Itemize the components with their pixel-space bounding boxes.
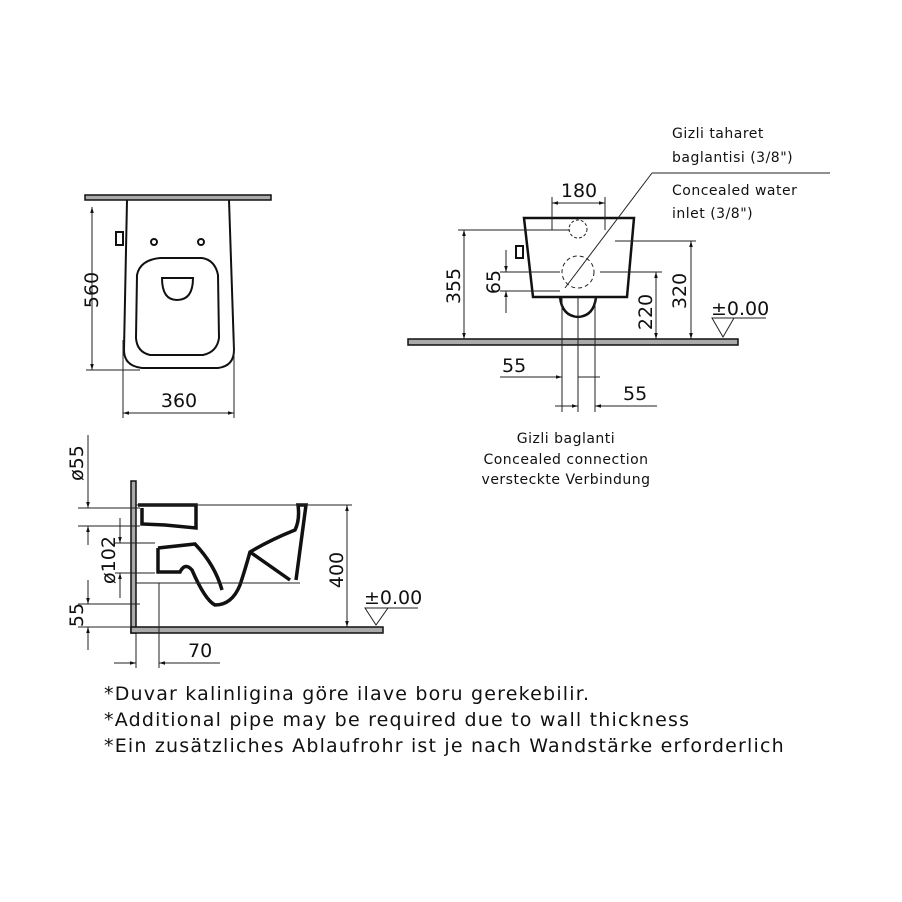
- dim-55-left: 55: [502, 355, 526, 377]
- bowl-outline-top: [122, 199, 236, 369]
- dim-55-right: 55: [623, 383, 647, 405]
- connection-label-en: Concealed connection: [483, 452, 648, 468]
- side-view: ø55 ø102 55 400 ±0.00 70: [66, 435, 422, 668]
- bowl-rim-inner: [248, 550, 292, 582]
- callout-en-line1: Concealed water: [672, 183, 797, 199]
- dim-220: 220: [635, 294, 657, 330]
- flush-channel: [157, 542, 224, 591]
- callout-tr-line1: Gizli taharet: [672, 126, 764, 142]
- connection-label-tr: Gizli baglanti: [517, 431, 615, 447]
- fixing-hole-left: [150, 238, 158, 246]
- inlet-nozzle: [115, 231, 124, 246]
- dim-o55: ø55: [66, 445, 88, 481]
- dim-355: 355: [443, 268, 465, 304]
- bowl-opening: [160, 277, 195, 302]
- seat-outline: [134, 257, 221, 356]
- note-en: *Additional pipe may be required due to …: [104, 709, 691, 731]
- inlet-nozzle-front: [515, 245, 524, 259]
- dim-o102: ø102: [98, 536, 120, 584]
- top-view: 560 360: [81, 194, 272, 418]
- fixing-hole-right: [197, 238, 205, 246]
- dim-320: 320: [669, 273, 691, 309]
- wall-side: [130, 480, 137, 634]
- level-marker-side: ±0.00: [364, 587, 422, 609]
- dim-180: 180: [561, 180, 597, 202]
- dim-360: 360: [161, 390, 197, 412]
- dim-65: 65: [483, 270, 505, 294]
- dim-560: 560: [81, 272, 103, 308]
- level-triangle-front: [711, 317, 735, 338]
- floor-line-front: [407, 338, 739, 346]
- bowl-profile-side: [156, 503, 308, 607]
- dim-70: 70: [188, 640, 212, 662]
- floor-line-side: [130, 626, 384, 634]
- callout-en-line2: inlet (3/8"): [672, 206, 753, 222]
- wall-plate-top: [84, 194, 272, 201]
- water-inlet-symbol: [568, 219, 588, 239]
- connection-label-de: versteckte Verbindung: [482, 472, 651, 488]
- dim-400: 400: [326, 552, 348, 588]
- level-triangle-side: [364, 607, 389, 626]
- inlet-chamber: [138, 503, 198, 530]
- bowl-outline-front: [522, 216, 636, 299]
- front-view: 180 355 65 220 320 ±0.00 55 55 Gizli t: [407, 126, 830, 488]
- note-tr: *Duvar kalinligina göre ilave boru gerek…: [104, 683, 591, 705]
- dim-55-bottom: 55: [66, 603, 88, 627]
- callout-tr-line2: baglantisi (3/8"): [672, 150, 793, 166]
- drain-outlet-symbol: [561, 255, 595, 289]
- level-marker-front: ±0.00: [711, 298, 769, 320]
- note-de: *Ein zusätzliches Ablaufrohr ist je nach…: [104, 735, 785, 757]
